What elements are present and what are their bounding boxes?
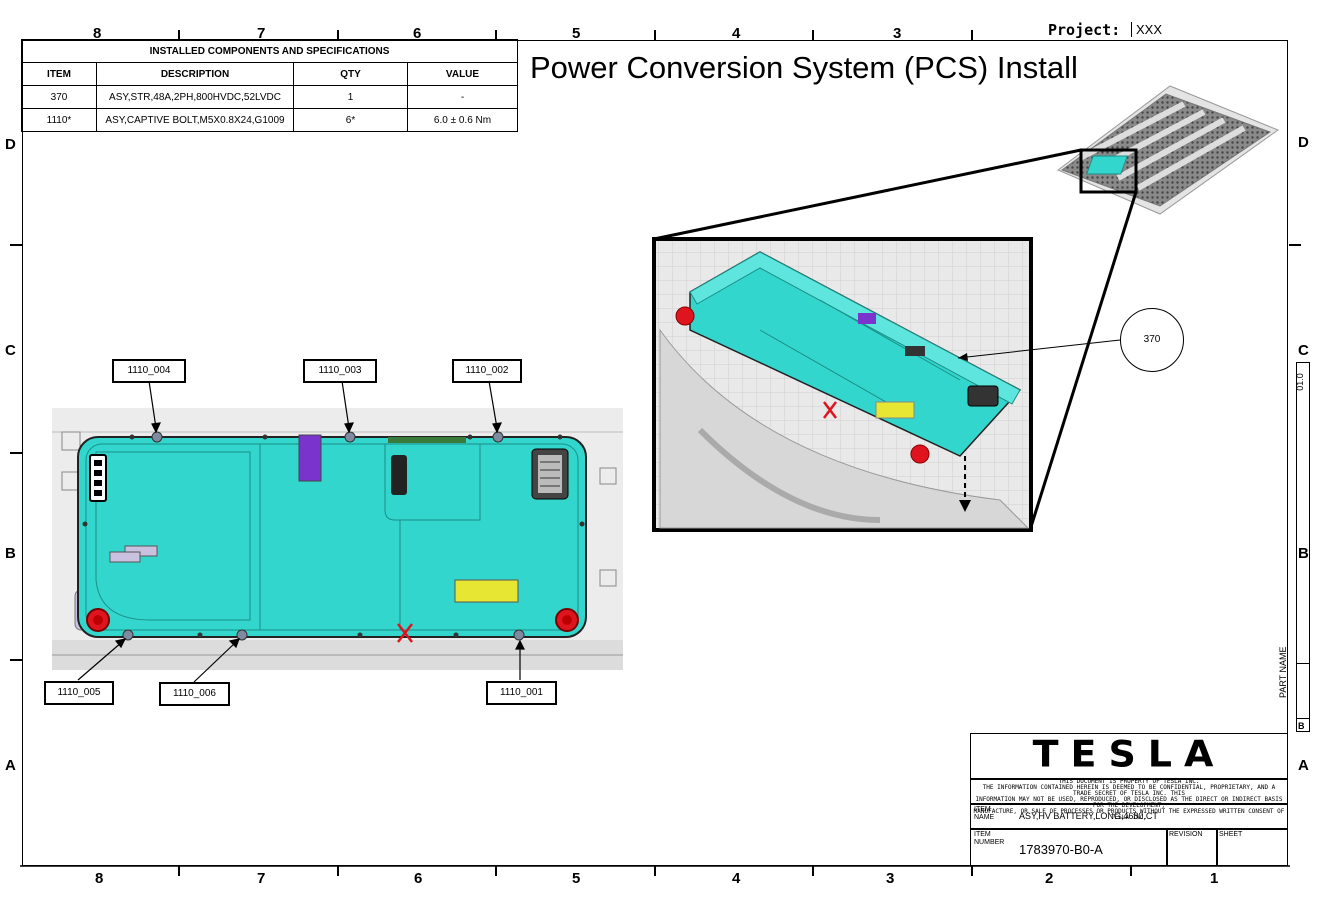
- title-block: TESLA THIS DOCUMENT IS PROPERTY OF TESLA…: [970, 733, 1288, 866]
- zone-tick: [971, 30, 973, 40]
- item-number-value: 1783970-B0-A: [1019, 842, 1103, 857]
- battery-pack-overview: [1057, 85, 1280, 215]
- zone-top-3: 3: [893, 25, 902, 42]
- cell-item: 1110*: [21, 108, 97, 132]
- zone-tick: [1289, 244, 1301, 246]
- zone-right-b: B: [1298, 545, 1309, 562]
- callout-1110-002[interactable]: 1110_002: [452, 359, 522, 383]
- cell-description: ASY,CAPTIVE BOLT,M5X0.8X24,G1009: [96, 108, 294, 132]
- callout-1110-003[interactable]: 1110_003: [303, 359, 377, 383]
- zone-bottom-8: 8: [95, 870, 104, 887]
- zone-tick: [971, 866, 973, 876]
- zone-right-c: C: [1298, 342, 1309, 359]
- zone-left-d: D: [5, 136, 16, 153]
- item-number-label: ITEM NUMBER: [974, 831, 1005, 846]
- confidentiality-notice: THIS DOCUMENT IS PROPERTY OF TESLA INC. …: [973, 778, 1285, 821]
- rev-code: B: [1298, 721, 1305, 731]
- zone-tick: [1130, 866, 1132, 876]
- revision-label: REVISION: [1169, 831, 1203, 838]
- zone-bottom-3: 3: [886, 870, 895, 887]
- zone-tick: [10, 244, 22, 246]
- zone-right-d: D: [1298, 134, 1309, 151]
- zone-bottom-5: 5: [572, 870, 581, 887]
- callout-1110-001[interactable]: 1110_001: [486, 681, 557, 705]
- isometric-detail-view: [652, 237, 1033, 532]
- revision-strip: PART NAME B 01.0: [1278, 362, 1310, 732]
- zone-bottom-6: 6: [414, 870, 423, 887]
- zone-top-5: 5: [572, 25, 581, 42]
- zone-tick: [495, 30, 497, 40]
- callout-1110-005[interactable]: 1110_005: [44, 681, 114, 705]
- zone-tick: [10, 452, 22, 454]
- zone-bottom-1: 1: [1210, 870, 1219, 887]
- cell-description: ASY,STR,48A,2PH,800HVDC,52LVDC: [96, 85, 294, 109]
- zone-tick: [337, 866, 339, 876]
- zone-tick: [654, 30, 656, 40]
- zone-top-8: 8: [93, 25, 102, 42]
- zone-left-c: C: [5, 342, 16, 359]
- col-value: VALUE: [407, 62, 518, 86]
- zone-bottom-4: 4: [732, 870, 741, 887]
- project-label: Project:: [1048, 21, 1121, 39]
- item-name-label: ITEM NAME: [974, 806, 995, 821]
- callout-1110-004[interactable]: 1110_004: [112, 359, 186, 383]
- callout-leaders: [77, 380, 525, 683]
- zone-bottom-7: 7: [257, 870, 266, 887]
- zone-top-6: 6: [413, 25, 422, 42]
- table-row: 370 ASY,STR,48A,2PH,800HVDC,52LVDC 1 -: [21, 85, 518, 109]
- drawing-title: Power Conversion System (PCS) Install: [530, 50, 1078, 85]
- item-name-value: ASY,HV BATTERY,LONG,4680,CT: [1019, 811, 1158, 821]
- zone-tick: [10, 659, 22, 661]
- callout-1110-006[interactable]: 1110_006: [159, 682, 230, 706]
- col-qty: QTY: [293, 62, 408, 86]
- cell-qty: 6*: [293, 108, 408, 132]
- zone-left-a: A: [5, 757, 16, 774]
- top-view-drawing: [52, 408, 623, 670]
- col-description: DESCRIPTION: [96, 62, 294, 86]
- zone-tick: [178, 866, 180, 876]
- components-table: INSTALLED COMPONENTS AND SPECIFICATIONS …: [21, 39, 518, 132]
- zone-tick: [812, 30, 814, 40]
- zone-right-a: A: [1298, 757, 1309, 774]
- zone-tick: [654, 866, 656, 876]
- cell-value: 6.0 ± 0.6 Nm: [407, 108, 518, 132]
- zone-tick: [495, 866, 497, 876]
- zone-bottom-2: 2: [1045, 870, 1054, 887]
- table-row: 1110* ASY,CAPTIVE BOLT,M5X0.8X24,G1009 6…: [21, 108, 518, 132]
- cell-qty: 1: [293, 85, 408, 109]
- project-value[interactable]: XXX: [1131, 22, 1162, 37]
- zone-tick: [812, 866, 814, 876]
- zone-tick: [337, 30, 339, 40]
- rev-value: 01.0: [1294, 373, 1305, 391]
- zone-tick: [178, 30, 180, 40]
- callout-370[interactable]: 370: [1120, 308, 1184, 372]
- tesla-logo: TESLA: [1032, 733, 1226, 775]
- zone-top-4: 4: [732, 25, 741, 42]
- zone-top-7: 7: [257, 25, 266, 42]
- zone-left-b: B: [5, 545, 16, 562]
- sheet-label: SHEET: [1219, 831, 1243, 838]
- part-name-label: PART NAME: [1278, 646, 1288, 698]
